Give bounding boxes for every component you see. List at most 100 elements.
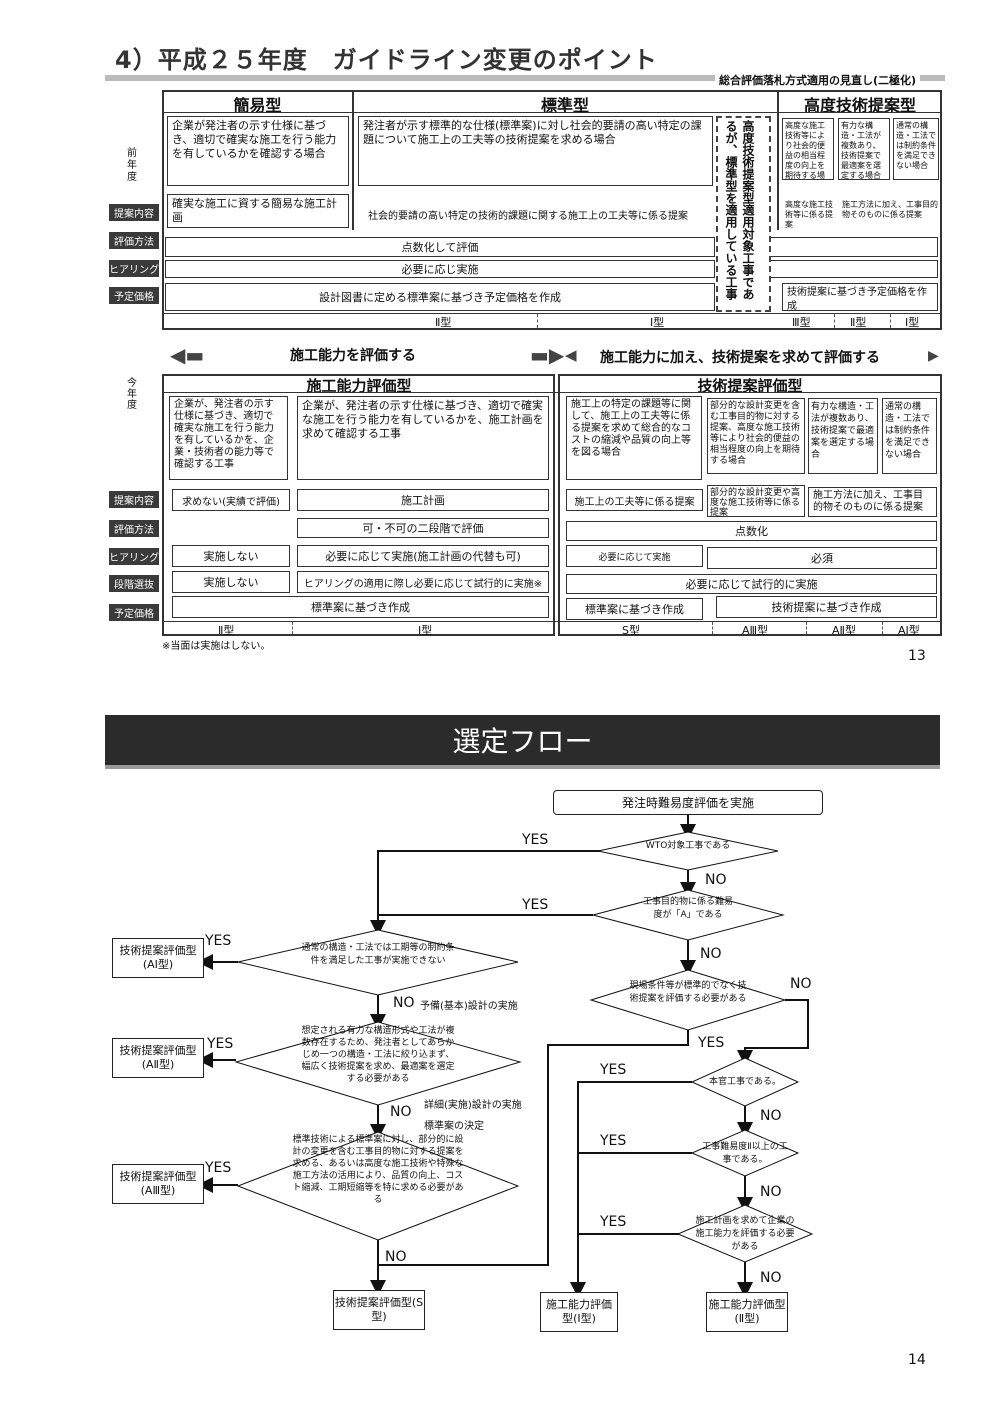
no-q8: NO bbox=[760, 1184, 782, 1200]
prev-year-label: 前 年 度 bbox=[127, 148, 137, 183]
page13-note: ※当面は実施はしない。 bbox=[162, 641, 271, 652]
header-line bbox=[162, 112, 942, 113]
yes-q3: YES bbox=[205, 933, 232, 949]
price-tech: 技術提案に基づき作成 bbox=[716, 596, 937, 618]
bot-type-sep-1 bbox=[292, 622, 293, 634]
hear-no: 実施しない bbox=[172, 545, 290, 567]
bot-type-sep-2 bbox=[712, 622, 713, 634]
flow-q7: 本官工事である。 bbox=[709, 1077, 781, 1087]
decision-q5 bbox=[236, 1131, 520, 1241]
adv-proposal-2: 施工方法に加え、工事目的物そのものに係る提案 bbox=[842, 200, 938, 219]
decision-q2 bbox=[591, 889, 785, 941]
arrow-right-icon: ▶ bbox=[928, 348, 939, 364]
vertical-note-text: 高度技術提案型適用対象工事であるが、標準型を適用している工事 bbox=[724, 120, 755, 300]
cap-desc-1: 企業が、発注者の示す仕様に基づき、適切で確実な施工を行う能力を有しているかを、企… bbox=[169, 396, 288, 480]
col-sep-2 bbox=[777, 90, 779, 230]
yes-q8: YES bbox=[600, 1133, 627, 1149]
top-adv-type-2: Ⅱ型 bbox=[850, 316, 867, 329]
decision-q7 bbox=[690, 1057, 800, 1107]
top-type-sep-2 bbox=[834, 314, 835, 328]
arrow-right-text: 施工能力に加え、技術提案を求めて評価する bbox=[600, 350, 880, 366]
eval-bar: 点数化して評価 bbox=[165, 237, 715, 257]
standard-desc: 発注者が示す標準的な仕様(標準案)に対し社会的要請の高い特定の課題について施工上… bbox=[358, 116, 713, 186]
page13-subtitle: 総合評価落札方式適用の見直し(二極化) bbox=[715, 72, 921, 88]
flow-q4: 想定される有力な構造形式や工法が複数存在するため、発注者としてあらかじめ一つの構… bbox=[301, 1026, 455, 1084]
decision-q9 bbox=[676, 1204, 814, 1263]
bot-type-a1: AⅠ型 bbox=[898, 624, 920, 637]
flow-q6: 現場条件等が標準的でなく技術提案を評価する必要がある bbox=[629, 981, 747, 1004]
tag2-proposal: 提案内容 bbox=[109, 491, 159, 508]
bot-type-sep-4 bbox=[882, 622, 883, 634]
sel-tech: 必要に応じて試行的に実施 bbox=[566, 574, 937, 594]
top-type-2: Ⅱ型 bbox=[435, 316, 452, 329]
result-c1: 施工能力評価型(Ⅰ型) bbox=[540, 1292, 618, 1332]
result-a3: 技術提案評価型(AⅢ型) bbox=[112, 1164, 204, 1204]
adv-proposal-1: 高度な施工技術等に係る提案 bbox=[785, 200, 833, 229]
col-sep-1 bbox=[352, 90, 354, 230]
bot-type-a3: AⅢ型 bbox=[742, 624, 769, 637]
no-q4: NO bbox=[390, 1104, 412, 1120]
this-year-label: 今 年 度 bbox=[127, 378, 137, 411]
prop-a12: 施工方法に加え、工事目的物そのものに係る提案 bbox=[808, 487, 937, 517]
simple-header: 簡易型 bbox=[233, 96, 282, 115]
no-q1: NO bbox=[705, 872, 727, 888]
decision-q4 bbox=[234, 1021, 522, 1106]
yes-q7: YES bbox=[600, 1062, 627, 1078]
tag2-evaluation: 評価方法 bbox=[109, 520, 159, 537]
bot-type-a2: AⅡ型 bbox=[832, 624, 856, 637]
yes-q5: YES bbox=[205, 1160, 232, 1176]
top-type-sep-3 bbox=[890, 314, 891, 328]
no-q6: NO bbox=[790, 976, 812, 992]
arrow-left-icon: ◀▬ bbox=[170, 343, 205, 367]
hearing-bar: 必要に応じ実施 bbox=[165, 260, 715, 278]
flow-start: 発注時難易度評価を実施 bbox=[553, 790, 823, 815]
flow-q8: 工事難易度Ⅱ以上の工事である。 bbox=[702, 1142, 788, 1165]
decision-q1 bbox=[597, 831, 779, 871]
flow-q9: 施工計画を求めて企業の施工能力を評価する必要がある bbox=[695, 1216, 795, 1252]
adv-price: 技術提案に基づき予定価格を作成 bbox=[782, 283, 938, 312]
bottom-header-line bbox=[162, 392, 942, 393]
tag2-price: 予定価格 bbox=[109, 604, 159, 621]
result-s: 技術提案評価型(S型) bbox=[333, 1290, 425, 1330]
tag-proposal: 提案内容 bbox=[109, 204, 159, 221]
prop-plan: 施工計画 bbox=[297, 489, 549, 511]
cap-header: 施工能力評価型 bbox=[306, 377, 412, 395]
adv-desc-3: 通常の構造・工法では制約条件を満足できない場合 bbox=[893, 118, 939, 180]
bot-type-sep-3 bbox=[806, 622, 807, 634]
cap-desc-2: 企業が、発注者の示す仕様に基づき、適切で確実な施工を行う能力を有しているかを、施… bbox=[297, 396, 549, 480]
title-underline bbox=[105, 75, 945, 81]
price-s: 標準案に基づき作成 bbox=[566, 598, 703, 620]
tag2-hearing: ヒアリング bbox=[109, 548, 159, 565]
vertical-note: 高度技術提案型適用対象工事であるが、標準型を適用している工事 bbox=[716, 116, 771, 312]
result-c2: 施工能力評価型(Ⅱ型) bbox=[706, 1292, 788, 1332]
eval-score: 点数化 bbox=[566, 521, 937, 541]
tech-header: 技術提案評価型 bbox=[697, 377, 803, 395]
yes-q9: YES bbox=[600, 1214, 627, 1230]
prop-s: 施工上の工夫等に係る提案 bbox=[566, 489, 703, 511]
top-adv-type-1: Ⅰ型 bbox=[905, 316, 920, 329]
no-q9: NO bbox=[760, 1270, 782, 1286]
result-a1: 技術提案評価型(AⅠ型) bbox=[112, 938, 204, 978]
flow-q3: 通常の構造・工法では工期等の制約条件を満足した工事が実施できない bbox=[301, 943, 455, 966]
tech-desc-2: 部分的な設計変更を含む工事目的物に対する提案、高度な施工技術等により社会的便益の… bbox=[707, 398, 805, 474]
flow-q2: 工事目的物に係る難易度が「A」である bbox=[642, 897, 733, 920]
advanced-header: 高度技術提案型 bbox=[803, 96, 916, 115]
bot-type-s: S型 bbox=[622, 624, 640, 637]
no-q7: NO bbox=[760, 1108, 782, 1124]
sel-no: 実施しない bbox=[172, 571, 290, 593]
yes-q1: YES bbox=[522, 832, 549, 848]
sel-trial: ヒアリングの適用に際し必要に応じて試行的に実施※ bbox=[297, 571, 549, 593]
top-adv-type-3: Ⅲ型 bbox=[792, 316, 811, 329]
simple-desc: 企業が発注者の示す仕様に基づき、適切で確実な施工を行う能力を有しているかを確認す… bbox=[167, 116, 349, 186]
bot-type-2: Ⅱ型 bbox=[218, 624, 235, 637]
tech-desc-3: 有力な構造・工法が複数あり、技術提案で最適案を選定する場合 bbox=[808, 398, 878, 474]
decision-q3 bbox=[237, 929, 519, 996]
prop-a3: 部分的な設計変更や高度な施工技術等に係る提案 bbox=[707, 485, 805, 518]
page14-title-bar: 選定フロー bbox=[105, 715, 940, 765]
no-q2: NO bbox=[700, 946, 722, 962]
top-type-1: Ⅰ型 bbox=[650, 316, 665, 329]
tech-desc-4: 通常の構造・工法では制約条件を満足できない場合 bbox=[882, 398, 937, 474]
tech-desc-1: 施工上の特定の課題等に関して、施工上の工夫等に係る提案を求めて総合的なコストの縮… bbox=[566, 396, 702, 480]
bot-type-1: Ⅰ型 bbox=[418, 624, 433, 637]
